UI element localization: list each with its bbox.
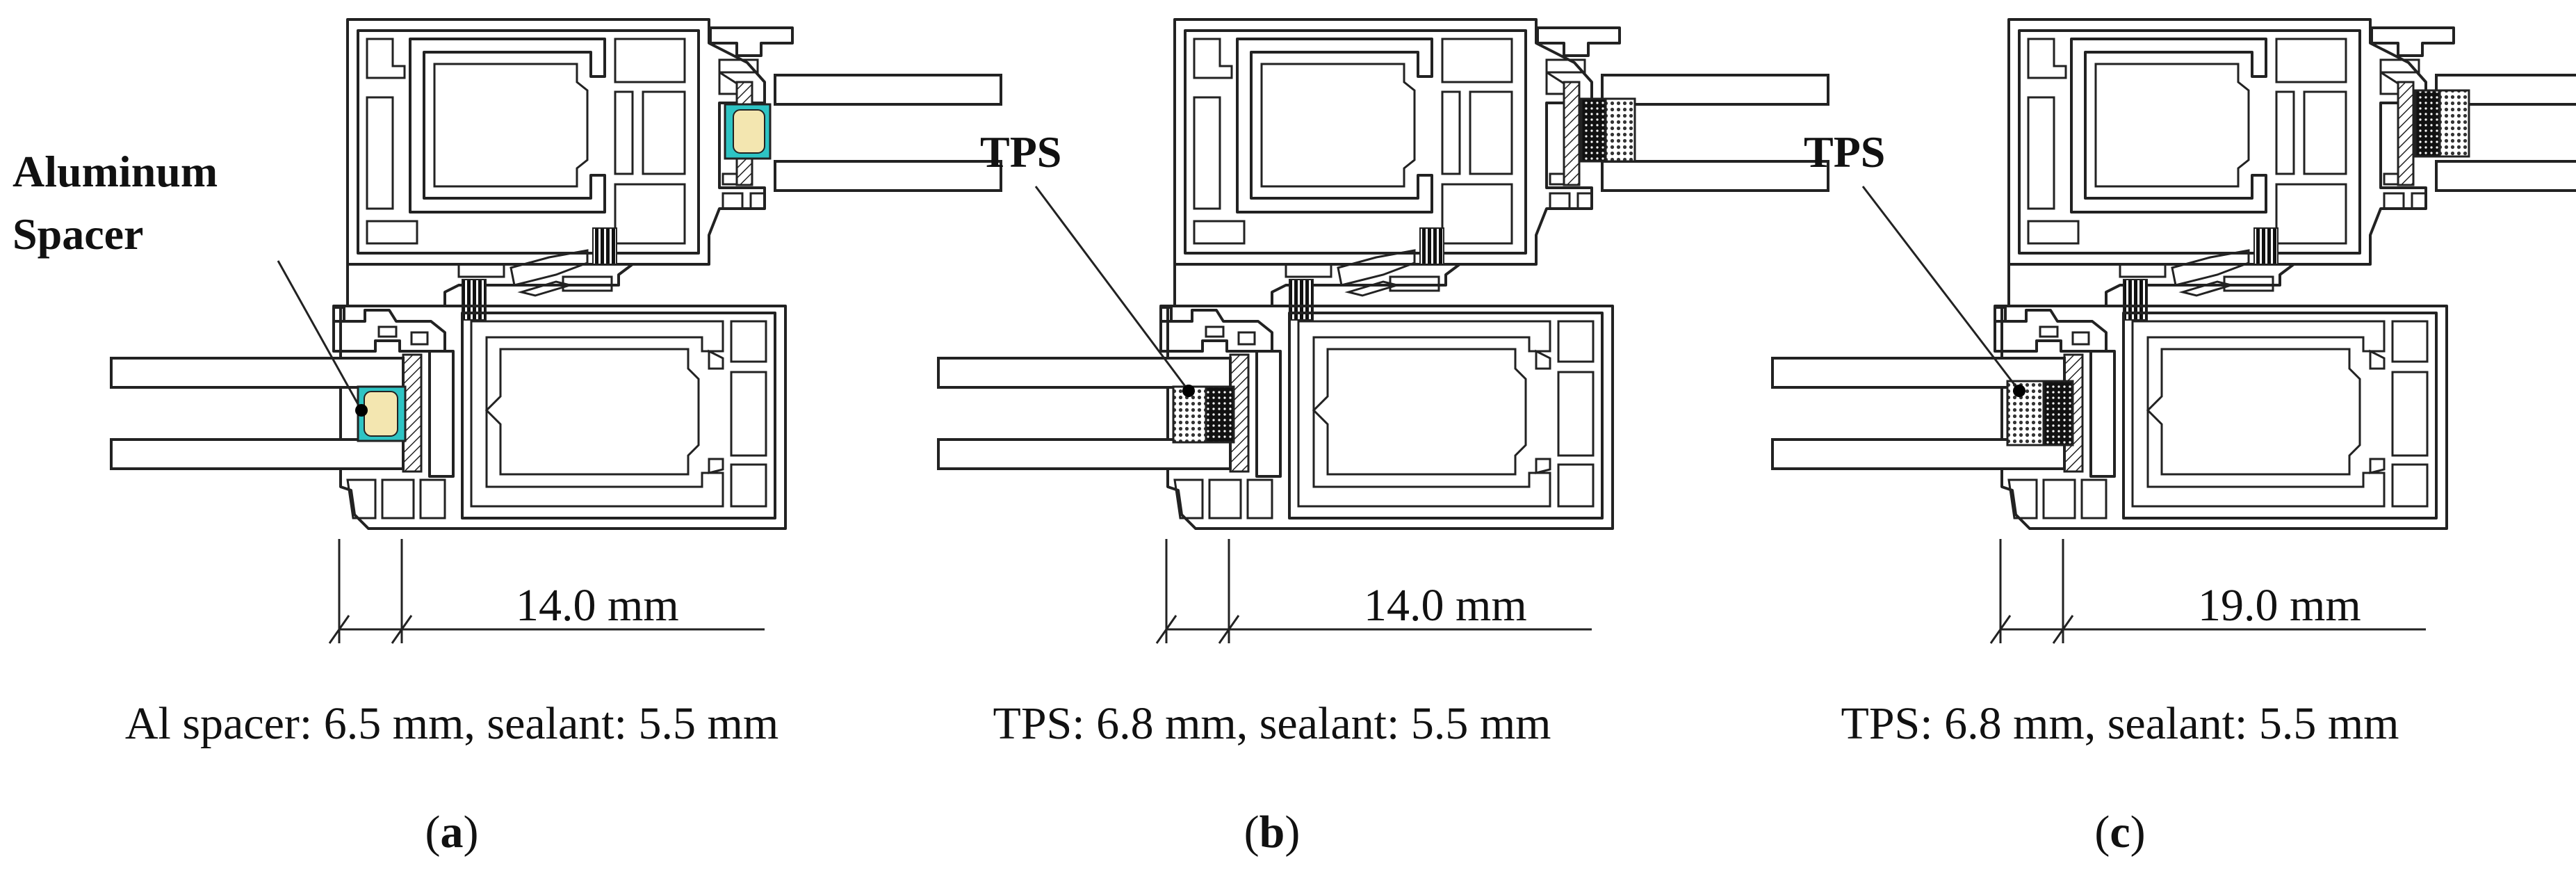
callout-dot-b [1182, 385, 1195, 397]
aluminum-spacer-lower [357, 385, 407, 442]
sublabel-c: (c) [2094, 807, 2145, 857]
tps-spacer-upper-c [2414, 89, 2470, 158]
dimension-label-c: 19.0 mm [2198, 580, 2361, 631]
tps-spacer-lower [1172, 385, 1235, 444]
callout-line-1-b: TPS [980, 127, 1061, 177]
panel-b: TPS 14.0 mm TPS: 6.8 mm, sealant: 5.5 mm… [937, 18, 1829, 857]
callout-dot-a [355, 404, 368, 417]
callout-dot-c [2013, 385, 2025, 397]
dimension-label-b: 14.0 mm [1364, 580, 1527, 631]
caption-b: TPS: 6.8 mm, sealant: 5.5 mm [993, 698, 1551, 749]
panel-a: Aluminum Spacer 14.0 mm Al spacer: 6.5 m… [13, 18, 1002, 857]
callout-line-1-c: TPS [1804, 127, 1885, 177]
panel-c: TPS 19.0 mm TPS: 6.8 mm, sealant: 5.5 mm… [1771, 18, 2576, 857]
sublabel-b: (b) [1244, 807, 1301, 857]
caption-a: Al spacer: 6.5 mm, sealant: 5.5 mm [125, 698, 778, 749]
aluminum-spacer-upper [724, 103, 772, 160]
window-profile-a [110, 18, 1002, 645]
dimension-label-a: 14.0 mm [516, 580, 679, 631]
caption-c: TPS: 6.8 mm, sealant: 5.5 mm [1841, 698, 2399, 749]
callout-leader-c [1861, 186, 2021, 392]
callout-leader-b [1034, 186, 1190, 392]
callout-leader-a [277, 260, 363, 411]
window-profile-b [937, 18, 1829, 645]
sublabel-a: (a) [425, 807, 479, 857]
callout-line-2-a: Spacer [13, 209, 143, 259]
tps-spacer-upper [1580, 97, 1636, 163]
callout-line-1-a: Aluminum [13, 147, 218, 196]
